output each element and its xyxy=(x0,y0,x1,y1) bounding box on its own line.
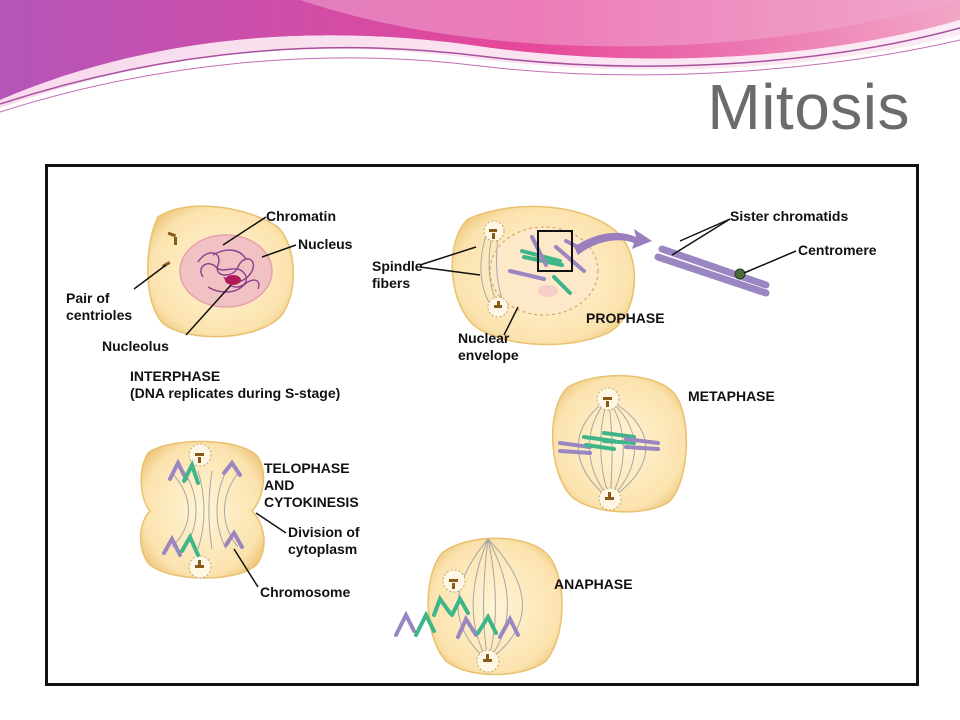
telophase-caption-line3: CYTOKINESIS xyxy=(264,494,359,510)
label-division-line1: Division of xyxy=(288,524,360,540)
zoom-box xyxy=(537,230,573,272)
telophase-caption-line1: TELOPHASE xyxy=(264,460,350,476)
label-sister-chromatids: Sister chromatids xyxy=(730,208,848,224)
nucleolus-shape xyxy=(225,275,241,285)
telophase-cell: TELOPHASE AND CYTOKINESIS Division of cy… xyxy=(139,440,360,600)
label-division-line2: cytoplasm xyxy=(288,541,357,557)
nucleus-shape xyxy=(179,234,273,308)
label-chromosome: Chromosome xyxy=(260,584,350,600)
anaphase-cell: ANAPHASE xyxy=(394,537,633,676)
telophase-caption-line2: AND xyxy=(264,477,294,493)
mitosis-diagram: Chromatin Nucleus Pair of centrioles Nuc… xyxy=(66,205,877,676)
label-centrioles-line2: centrioles xyxy=(66,307,132,323)
prophase-chromosomes xyxy=(508,235,586,295)
label-spindle-fibers-line2: fibers xyxy=(372,275,410,291)
metaphase-caption: METAPHASE xyxy=(688,388,775,404)
label-spindle-fibers-line1: Spindle xyxy=(372,258,423,274)
telophase-chromosomes xyxy=(162,458,244,557)
slide-title: Mitosis xyxy=(707,71,910,143)
label-centromere: Centromere xyxy=(798,242,877,258)
anaphase-chromosomes xyxy=(394,594,520,639)
interphase-caption: INTERPHASE xyxy=(130,368,220,384)
interphase-cell: Chromatin Nucleus Pair of centrioles Nuc… xyxy=(66,205,353,401)
label-nucleolus: Nucleolus xyxy=(102,338,169,354)
prophase-caption: PROPHASE xyxy=(586,310,665,326)
label-nuclear-envelope-line1: Nuclear xyxy=(458,330,510,346)
mitosis-figure: Chromatin Nucleus Pair of centrioles Nuc… xyxy=(45,164,919,686)
prophase-cell: Spindle fibers Nuclear envelope Sister c… xyxy=(372,205,877,363)
header-banner xyxy=(0,0,960,113)
label-chromatin: Chromatin xyxy=(266,208,336,224)
zoom-arrow xyxy=(574,229,652,255)
interphase-subcaption: (DNA replicates during S-stage) xyxy=(130,385,340,401)
metaphase-cell: METAPHASE xyxy=(552,374,775,513)
chromatin-tangle xyxy=(197,249,260,293)
metaphase-chromosomes xyxy=(558,431,660,455)
anaphase-caption: ANAPHASE xyxy=(554,576,633,592)
centromere-dot xyxy=(734,268,746,280)
telophase-midbody-fibers xyxy=(171,470,239,550)
label-nucleus: Nucleus xyxy=(298,236,353,252)
sister-chromatids xyxy=(654,245,770,297)
label-nuclear-envelope-line2: envelope xyxy=(458,347,519,363)
label-centrioles-line1: Pair of xyxy=(66,290,110,306)
